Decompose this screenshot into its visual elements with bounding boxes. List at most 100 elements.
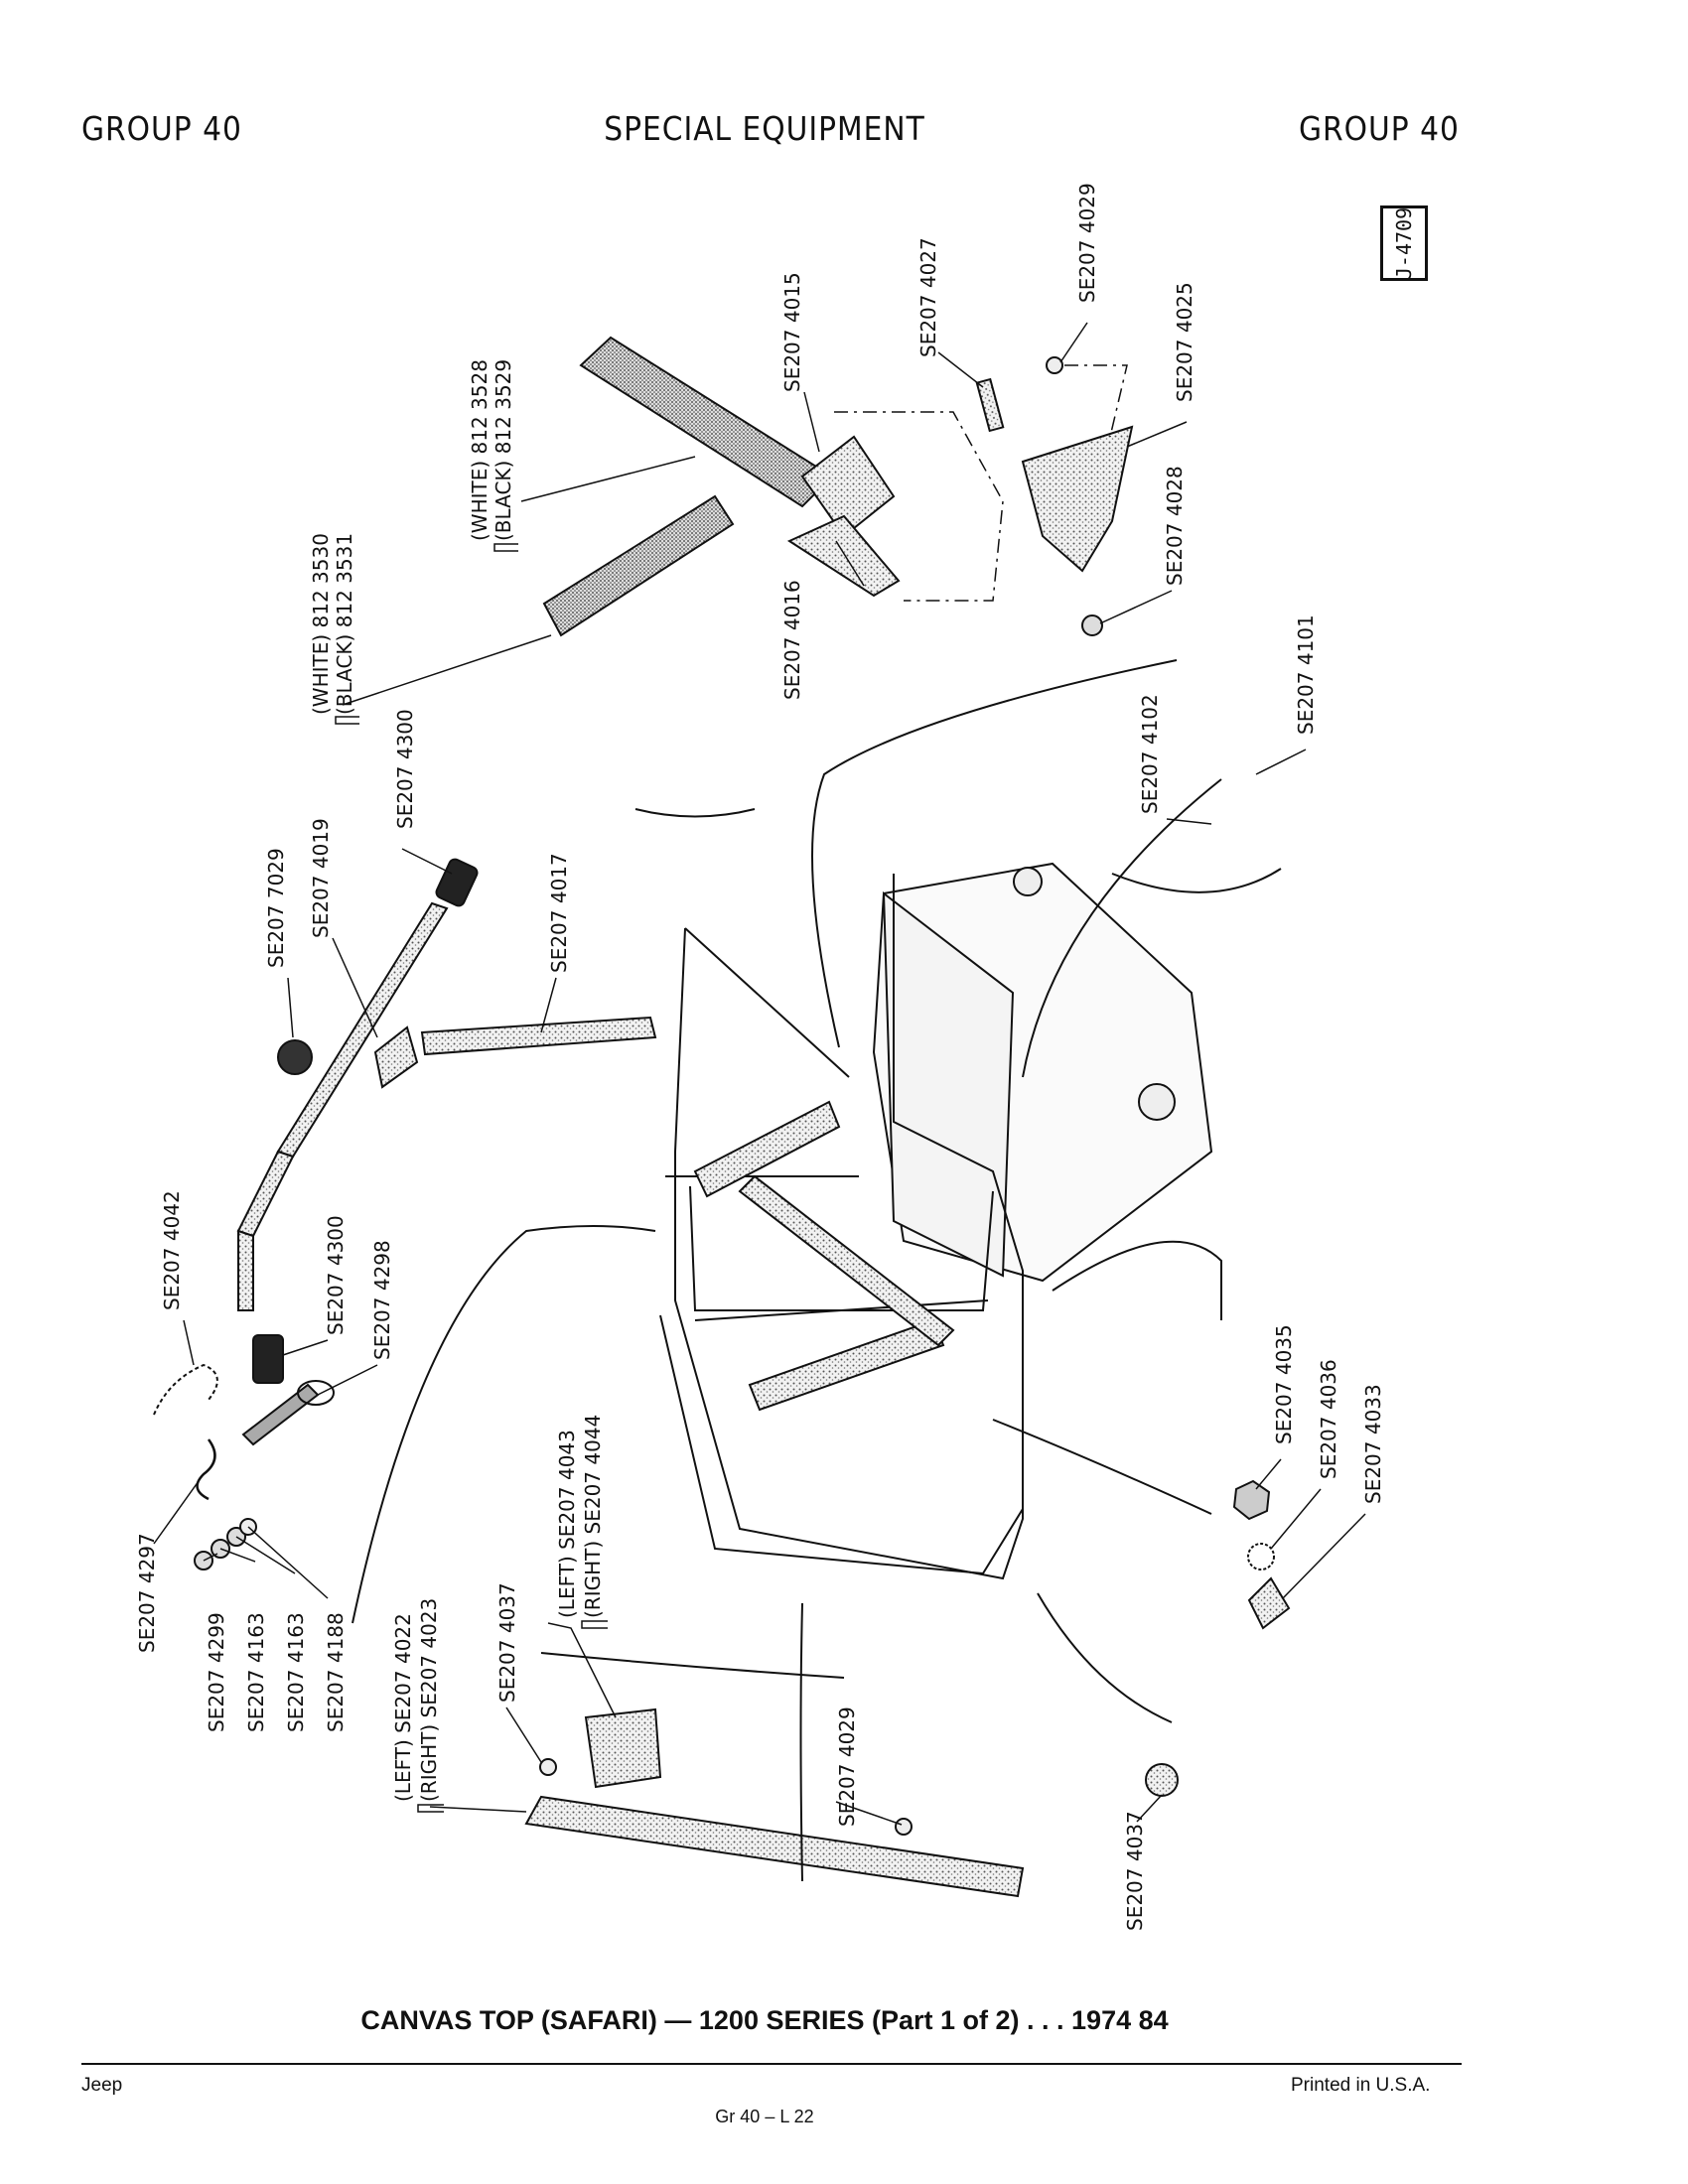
header-group-right: GROUP 40 (1299, 109, 1460, 148)
rear-panel (882, 890, 1015, 1278)
rod-bracket (373, 1025, 419, 1089)
nut-4028 (1081, 614, 1103, 636)
leader-lines (153, 322, 1366, 1826)
bolt-4033 (1247, 1576, 1291, 1630)
grommet-4300-top (435, 858, 479, 907)
label-4015: SE207 4015 (780, 272, 804, 392)
label-4019: SE207 4019 (309, 818, 333, 938)
footer-page-ref: Gr 40 – L 22 (715, 2107, 814, 2126)
bow-bracket-4025 (1021, 425, 1134, 573)
outline-curve-2 (1111, 868, 1282, 893)
label-4028: SE207 4028 (1163, 466, 1187, 586)
bracket-strip-group (524, 1707, 1025, 1898)
label-4163-b: SE207 4163 (284, 1612, 308, 1732)
s-hook-4297 (196, 1438, 216, 1501)
label-4029-bottom: SE207 4029 (835, 1706, 859, 1827)
lockwasher-4036 (1247, 1543, 1275, 1570)
label-4101: SE207 4101 (1294, 614, 1318, 735)
label-4036: SE207 4036 (1317, 1359, 1340, 1479)
frame-bow-1 (684, 927, 850, 1078)
outline-curve-3 (540, 1652, 845, 1679)
screw-4029-bottom (895, 1818, 913, 1836)
screw-4029-top (1046, 356, 1063, 374)
pin-4298 (241, 1383, 320, 1446)
arrow-right-4035 (992, 1419, 1212, 1515)
rod-4042-end (237, 1229, 254, 1311)
label-4298: SE207 4298 (370, 1240, 394, 1360)
footer-rule (81, 2063, 1462, 2065)
wheel-well (1052, 1240, 1222, 1320)
label-bow-front-black: (BLACK) 812 3529 (492, 359, 515, 541)
label-4300-mid: SE207 4300 (324, 1215, 348, 1335)
rod-4019 (276, 901, 449, 1159)
label-4025: SE207 4025 (1173, 282, 1196, 402)
bow-end-4015 (800, 435, 896, 538)
arrows (352, 659, 1282, 1882)
strip-4022 (524, 1795, 1025, 1898)
label-brackets (335, 543, 608, 1813)
arrow-left-frame (352, 1225, 656, 1624)
snap-4037-right (1145, 1763, 1179, 1797)
screw-4037-left (539, 1758, 557, 1776)
diagonal-bar (738, 1174, 955, 1347)
figure-caption: CANVAS TOP (SAFARI) — 1200 SERIES (Part … (360, 2005, 1169, 2035)
grommet-4300-mid (252, 1334, 284, 1384)
chain-4042 (153, 1363, 218, 1416)
rear-bow-tube (542, 494, 735, 637)
bushing-7029 (277, 1039, 313, 1075)
figure-id-box: J-4709 (1380, 205, 1428, 281)
outline-curve-1 (634, 808, 756, 818)
label-4037-left: SE207 4037 (495, 1582, 519, 1703)
label-4102: SE207 4102 (1138, 694, 1162, 814)
label-4017: SE207 4017 (547, 853, 571, 973)
arrow-bottom-1 (799, 1602, 803, 1882)
bow-end-4016 (786, 514, 901, 598)
frame-door (659, 1314, 1024, 1575)
plate-4043 (584, 1707, 662, 1789)
nut-4035 (1232, 1479, 1271, 1521)
bolt-4027 (975, 377, 1005, 433)
arrow-hinge (1022, 778, 1222, 1078)
frame-inner (689, 1185, 994, 1311)
label-bow-rear-black: (BLACK) 812 3531 (333, 533, 356, 715)
tube-4017 (420, 1016, 657, 1056)
label-4016: SE207 4016 (780, 580, 804, 700)
label-right-4044: (RIGHT) SE207 4044 (581, 1415, 605, 1618)
arrow-bow-to-frame (811, 659, 1178, 1048)
label-4027: SE207 4027 (916, 237, 940, 357)
header-group-left: GROUP 40 (81, 109, 242, 148)
label-4033: SE207 4033 (1361, 1384, 1385, 1504)
label-bow-front-white: (WHITE) 812 3528 (468, 359, 492, 541)
side-bar-upper (693, 1100, 841, 1198)
label-4299: SE207 4299 (205, 1612, 228, 1732)
label-4029-top: SE207 4029 (1075, 183, 1099, 303)
part-labels: (WHITE) 812 3528 (BLACK) 812 3529 (WHITE… (135, 183, 1385, 1931)
footer-printed: Printed in U.S.A. (1291, 2075, 1431, 2096)
vehicle-body (659, 862, 1222, 1580)
label-4042: SE207 4042 (160, 1190, 184, 1310)
spare-mount-1 (1013, 867, 1043, 896)
bow-assembly (542, 336, 1134, 637)
dashdot-guides (834, 411, 1004, 602)
frame-main (674, 874, 1024, 1580)
spare-mount-2 (1138, 1083, 1176, 1121)
rod-assembly (153, 858, 657, 1570)
rod-4042-bend (236, 1150, 295, 1238)
label-4037-right: SE207 4037 (1123, 1811, 1147, 1931)
label-right-4023: (RIGHT) SE207 4023 (417, 1598, 441, 1802)
side-bar-lower (748, 1318, 945, 1412)
label-4188: SE207 4188 (324, 1612, 348, 1732)
label-7029: SE207 7029 (264, 848, 288, 968)
label-left-4043: (LEFT) SE207 4043 (555, 1430, 579, 1618)
header-title: SPECIAL EQUIPMENT (604, 109, 925, 148)
label-4035: SE207 4035 (1272, 1324, 1296, 1444)
label-4297: SE207 4297 (135, 1533, 159, 1653)
fasteners-right (1145, 1479, 1291, 1797)
label-bow-rear-white: (WHITE) 812 3530 (309, 533, 333, 715)
label-left-4022: (LEFT) SE207 4022 (391, 1613, 415, 1802)
eye-bolt-ring (297, 1380, 335, 1406)
label-4163-a: SE207 4163 (244, 1612, 268, 1732)
label-4300-top: SE207 4300 (393, 709, 417, 829)
arrow-bottom-2 (1037, 1592, 1173, 1723)
